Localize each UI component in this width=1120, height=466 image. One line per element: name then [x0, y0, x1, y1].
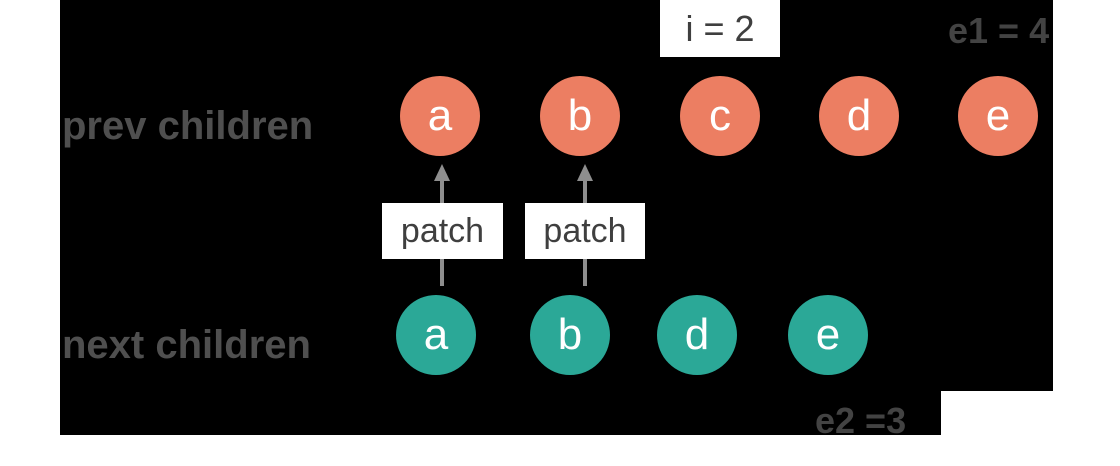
- prev-node-b: b: [540, 76, 620, 156]
- patch-label: patch: [382, 203, 503, 259]
- next-node-d: d: [657, 295, 737, 375]
- prev-node-c: c: [680, 76, 760, 156]
- next-node-e: e: [788, 295, 868, 375]
- next-node-b: b: [530, 295, 610, 375]
- prev-node-d: d: [819, 76, 899, 156]
- next-children-label: next children: [62, 323, 311, 367]
- next-end-pointer-label: e2 =3: [815, 400, 907, 441]
- prev-children-label: prev children: [62, 104, 314, 148]
- patch-label: patch: [525, 203, 645, 259]
- canvas-corner-notch: [941, 391, 1120, 466]
- prev-end-pointer-label: e1 = 4: [948, 10, 1050, 51]
- index-pointer-badge: i = 2: [660, 0, 780, 57]
- next-node-a: a: [396, 295, 476, 375]
- prev-node-a: a: [400, 76, 480, 156]
- prev-node-e: e: [958, 76, 1038, 156]
